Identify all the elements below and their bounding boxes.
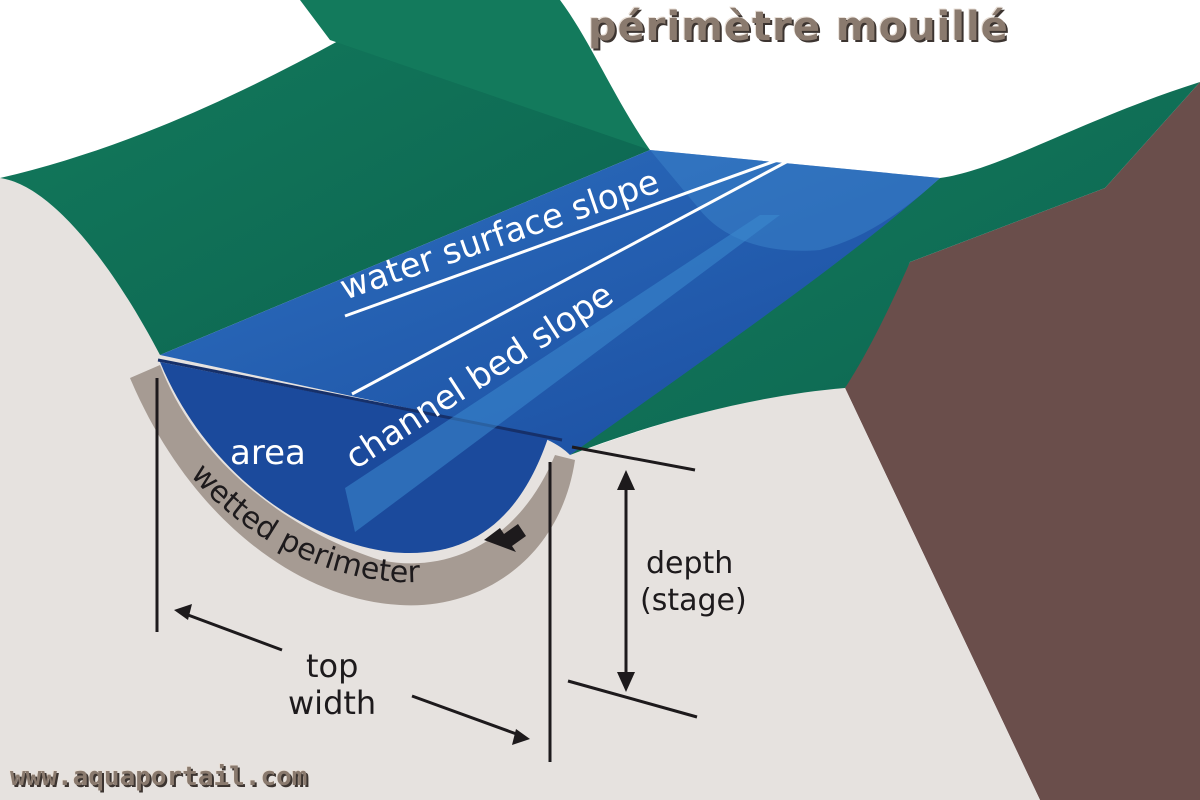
left-bank-top: [300, 0, 650, 150]
water-surface-slope-line: [344, 158, 779, 318]
soil-side-face: [845, 82, 1200, 800]
water-surface-highlight: [650, 150, 940, 251]
depth-arrowhead-down: [617, 672, 635, 692]
perimeter-arrow-icon: [484, 524, 526, 552]
cross-section-area: [160, 362, 548, 554]
channel-bed-band: [345, 215, 780, 532]
depth-label: depth: [646, 546, 733, 581]
top-width-arrow-right: [411, 694, 523, 738]
channel-bed-slope-line: [351, 158, 791, 396]
top-width-arrowhead-left: [174, 604, 192, 620]
page-title: périmètre mouillé: [588, 4, 1009, 50]
depth-top-line: [571, 445, 696, 472]
top-width-arrow-left: [179, 610, 283, 652]
depth-bottom-line: [567, 679, 698, 719]
area-label: area: [230, 433, 306, 473]
top-width-width-label: width: [288, 684, 376, 722]
stage-label: (stage): [640, 583, 747, 618]
right-bank: [570, 82, 1200, 455]
depth-arrowhead-up: [617, 470, 635, 490]
top-width-top-label: top: [306, 647, 358, 685]
wetted-perimeter-band: [130, 365, 575, 606]
watermark-url: www.aquaportail.com: [10, 762, 308, 792]
top-width-arrowhead-right: [512, 729, 530, 745]
